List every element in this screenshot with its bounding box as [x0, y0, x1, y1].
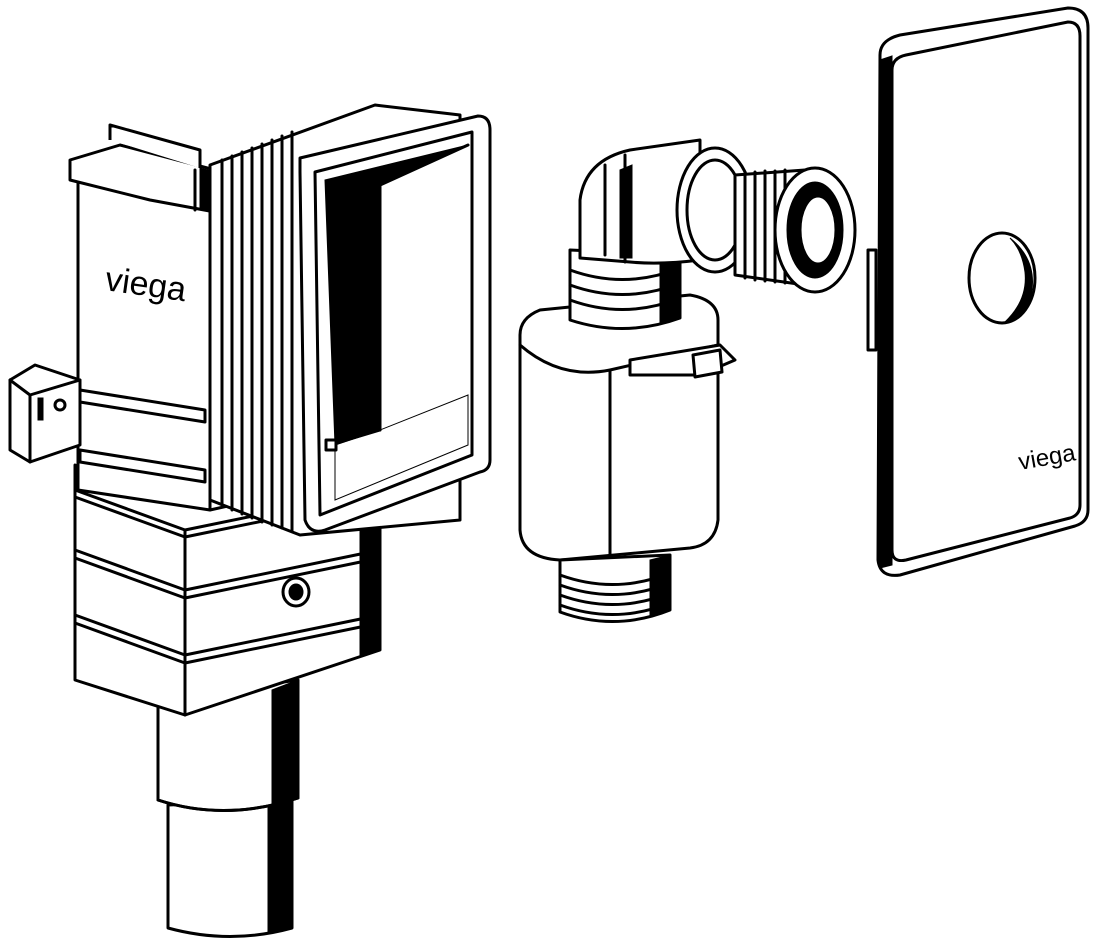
siphon-housing: viega: [8, 103, 492, 938]
screw-hole-icon: [281, 576, 311, 608]
cover-hole-icon: [967, 231, 1037, 325]
elbow-fitting: [578, 138, 755, 274]
outlet-pipe: [156, 678, 300, 938]
inspection-opening: [298, 114, 492, 533]
trap-insert: [518, 138, 857, 624]
threaded-nipple: [733, 166, 857, 294]
threaded-outlet: [558, 553, 672, 624]
mounting-bracket: [8, 363, 207, 484]
union-nut: [568, 248, 682, 331]
cover-plate: viega: [866, 6, 1090, 577]
